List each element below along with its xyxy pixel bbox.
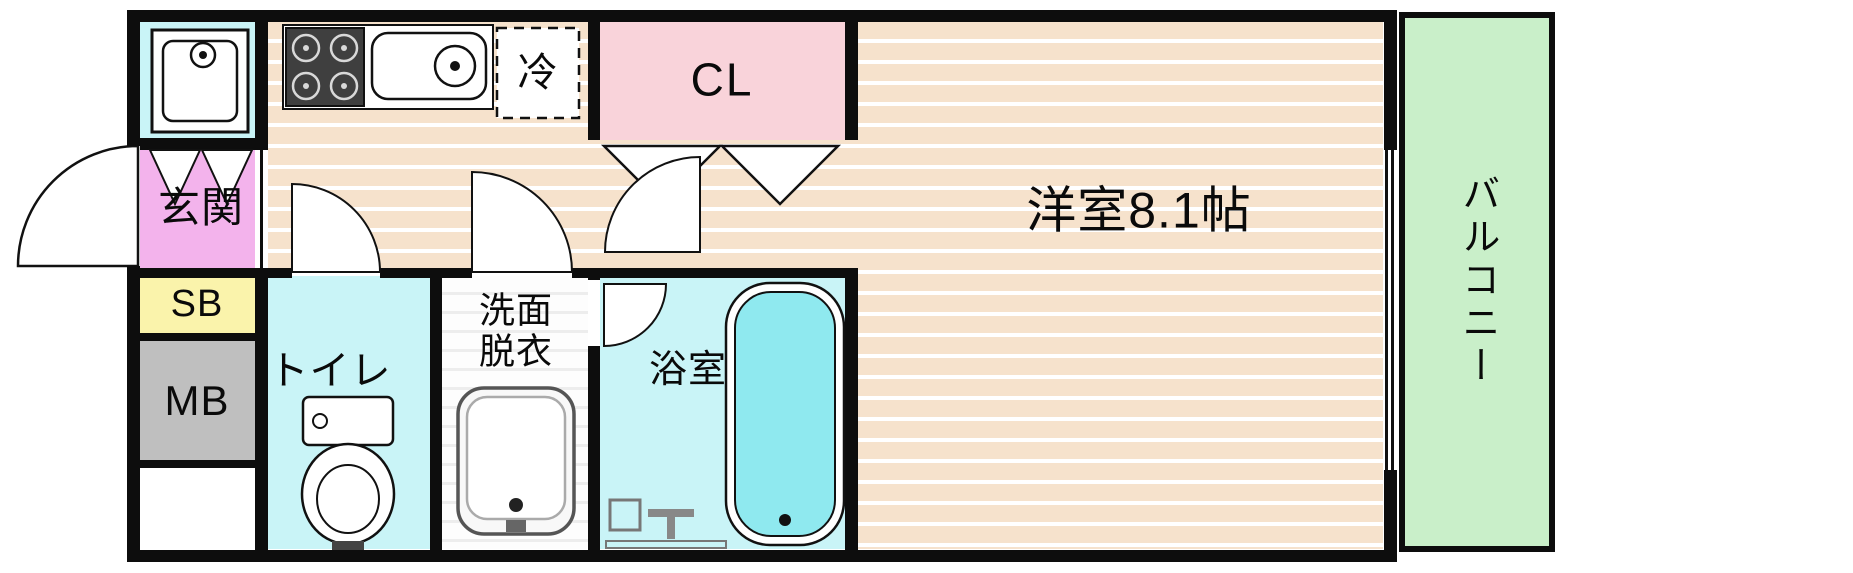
stove-icon <box>285 27 365 107</box>
toilet-icon <box>300 395 396 550</box>
sink-icon <box>370 31 488 101</box>
entrance-door-arc <box>16 144 140 268</box>
walls <box>127 10 1397 562</box>
label-main-room: 洋室8.1帖 <box>1026 182 1252 239</box>
label-shoe-box: SB <box>170 283 224 326</box>
bathroom-door-arc <box>603 283 668 348</box>
label-fridge: 冷 <box>517 51 559 95</box>
label-entrance: 玄関 <box>157 183 245 231</box>
fridge-space-icon <box>495 26 581 120</box>
bathtub-icon <box>724 281 846 547</box>
room-balcony <box>1399 12 1555 552</box>
room-closet <box>600 22 845 140</box>
label-washroom: 洗面 脱衣 <box>478 289 554 372</box>
balcony-window-icon <box>1385 150 1394 470</box>
room-shoe-box <box>140 276 255 333</box>
main-room-door-arc <box>603 155 701 253</box>
label-balcony: バルコニー <box>1455 173 1498 389</box>
entrance-door-swing-icon <box>148 149 254 207</box>
label-closet: CL <box>690 53 754 106</box>
floor-main-room <box>858 22 1383 549</box>
washroom-door-arc <box>471 170 574 273</box>
label-bathroom: 浴室 <box>648 349 728 392</box>
shower-faucet-icon <box>605 498 727 549</box>
toilet-door-arc <box>291 182 382 273</box>
label-meter-box: MB <box>164 376 230 424</box>
vanity-icon <box>456 386 576 536</box>
label-toilet: トイレ <box>268 349 392 393</box>
laundry-pan-icon <box>150 28 250 134</box>
room-meter-box <box>140 341 255 460</box>
